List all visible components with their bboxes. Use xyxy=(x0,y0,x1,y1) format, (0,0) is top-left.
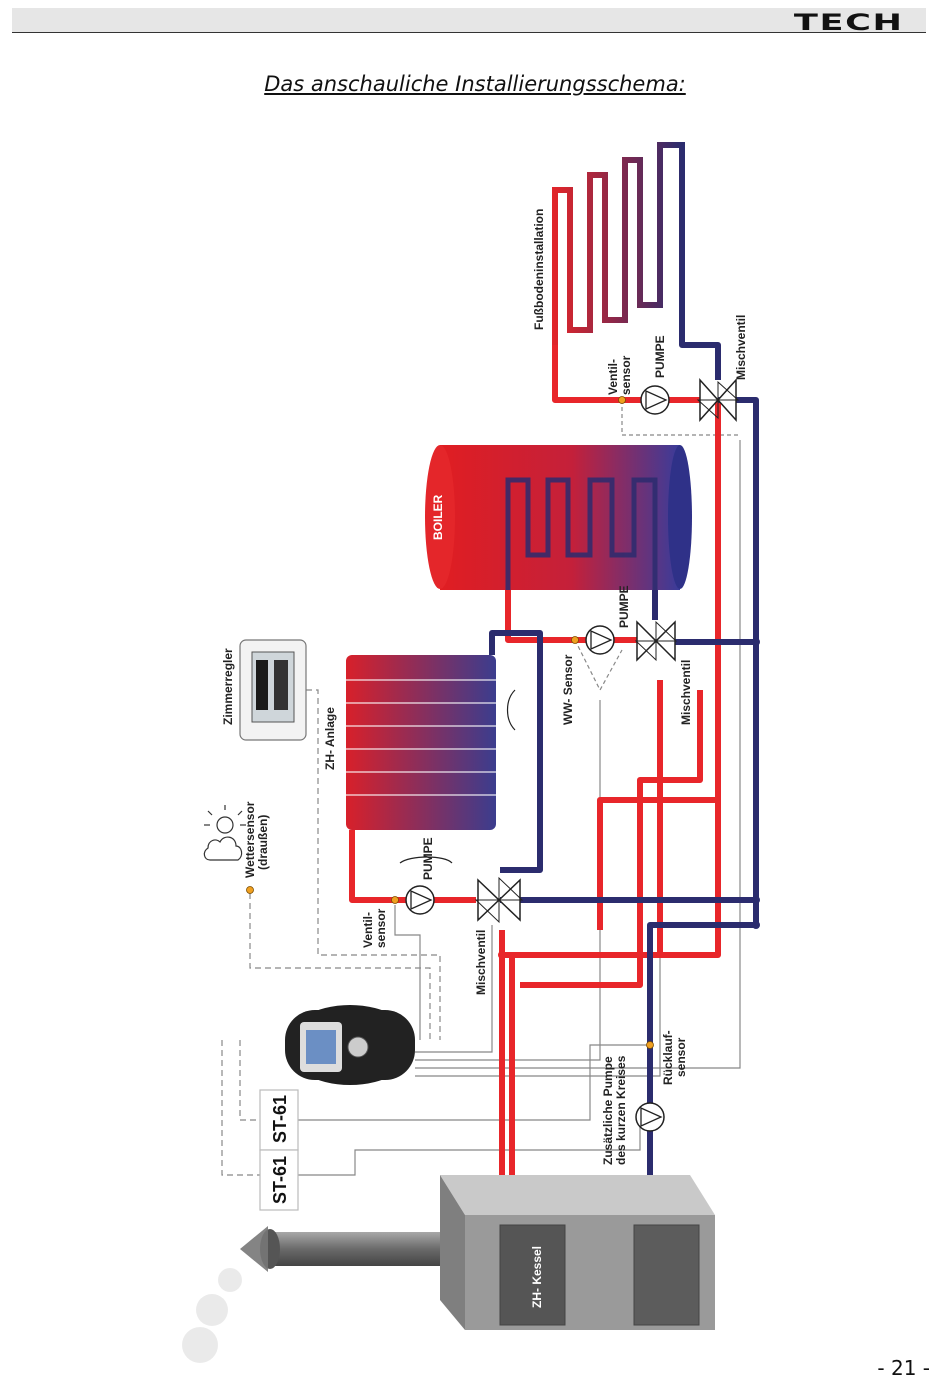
extra-pump-label-1: Zusätzliche Pumpe xyxy=(601,1056,615,1165)
valve-sensor-low xyxy=(391,896,399,904)
svg-text:Wettersensor (draußen): Wettersensor (draußen) xyxy=(243,798,270,878)
brand-logo: TECH xyxy=(794,11,904,36)
svg-text:Ventil- sensor: Ventil- sensor xyxy=(606,355,633,395)
mixing-valve-low xyxy=(474,876,524,924)
floor-heating-label: Fußbodeninstallation xyxy=(532,209,546,330)
extra-pump-label-2: des kurzen Kreises xyxy=(614,1055,628,1165)
ww-sensor-label: WW- Sensor xyxy=(561,654,575,725)
valve-sensor-top xyxy=(618,396,626,404)
controller-device xyxy=(285,1005,415,1085)
furnace-label: ZH- Kessel xyxy=(530,1246,544,1308)
extra-pump xyxy=(635,1102,665,1132)
return-sensor-label-1: Rücklauf- xyxy=(661,1030,675,1085)
room-regulator-label: Zimmerregler xyxy=(221,648,235,725)
st61-modules xyxy=(259,1089,299,1211)
boiler-label: BOILER xyxy=(431,494,445,540)
boiler-tank xyxy=(425,445,692,620)
mixing-valve-mid-label: Mischventil xyxy=(679,660,693,725)
radiator xyxy=(346,655,516,864)
valve-sensor-low-label-1: Ventil- xyxy=(361,912,375,948)
ww-sensor xyxy=(571,636,579,644)
return-sensor xyxy=(646,1041,654,1049)
st61-module-2-label: ST-61 xyxy=(270,1156,290,1204)
weather-sensor-dot xyxy=(246,886,254,894)
weather-sensor-label-1: Wettersensor xyxy=(243,801,257,878)
chimney xyxy=(182,1226,460,1363)
valve-sensor-top-label-2: sensor xyxy=(619,355,633,395)
weather-sensor-label-2: (draußen) xyxy=(256,815,270,870)
room-regulator xyxy=(239,639,307,741)
svg-text:Zusätzliche Pumpe des kurz: Zusätzliche Pumpe des kurzen Kreises xyxy=(601,1053,628,1165)
valve-sensor-low-label-2: sensor xyxy=(374,908,388,948)
junction-dots xyxy=(498,638,760,959)
valve-sensor-top-label-1: Ventil- xyxy=(606,359,620,395)
mixing-valve-low-label: Mischventil xyxy=(474,930,488,995)
svg-text:Rücklauf- sensor: Rücklauf- sensor xyxy=(661,1027,688,1085)
furnace xyxy=(440,1175,715,1330)
mixing-valve-top-label: Mischventil xyxy=(734,315,748,380)
page-number: - 21 - xyxy=(877,1356,930,1380)
mixing-valve-mid xyxy=(634,620,678,662)
hot-supply-pipes xyxy=(349,345,721,1180)
return-sensor-label-2: sensor xyxy=(674,1037,688,1077)
pump-low-label: PUMPE xyxy=(421,837,435,880)
weather-icon xyxy=(203,805,246,861)
header-bar: TECH xyxy=(12,8,926,36)
mixing-valve-top xyxy=(696,378,740,422)
pump-low xyxy=(405,885,435,915)
floor-heating xyxy=(552,142,685,345)
sensors xyxy=(246,396,654,1049)
st61-module-1-label: ST-61 xyxy=(270,1095,290,1143)
pump-mid xyxy=(585,625,615,655)
zh-system-label: ZH- Anlage xyxy=(323,707,337,770)
pump-mid-label: PUMPE xyxy=(617,585,631,628)
pump-top-label: PUMPE xyxy=(653,335,667,378)
pump-top xyxy=(640,385,670,415)
page-title: Das anschauliche Installierungsschema: xyxy=(264,72,686,96)
svg-text:Ventil- sensor: Ventil- sensor xyxy=(361,908,388,948)
